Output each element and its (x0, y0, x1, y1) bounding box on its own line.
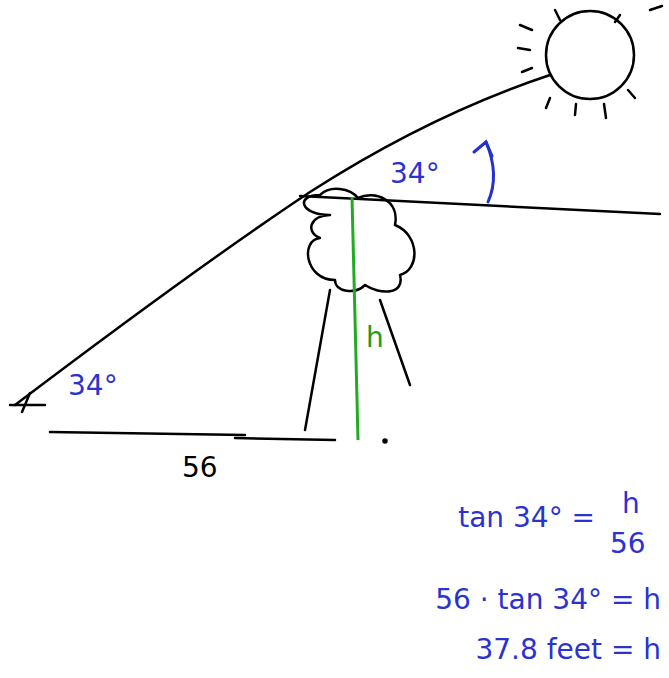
angle-mark (10, 393, 45, 412)
sun (546, 11, 634, 99)
angle-label: 34° (388, 158, 442, 190)
tree-canopy (304, 189, 414, 292)
answer: 37.8 feet = h (473, 634, 663, 666)
height-line (352, 197, 358, 440)
sun-rays (518, 6, 662, 118)
height-label: h (364, 322, 386, 354)
sun-ray-line (15, 75, 550, 405)
equation-denominator: 56 (608, 528, 648, 560)
equation: 56 · tan 34° = h (433, 584, 663, 616)
angle-label: 34° (66, 370, 120, 402)
arrowhead (474, 142, 492, 156)
horizontal-line (300, 196, 660, 214)
ground-line (50, 432, 335, 440)
equation: tan 34° = (456, 502, 597, 534)
equation-numerator: h (620, 488, 642, 520)
distance-label: 56 (180, 452, 220, 484)
dot (384, 440, 387, 443)
